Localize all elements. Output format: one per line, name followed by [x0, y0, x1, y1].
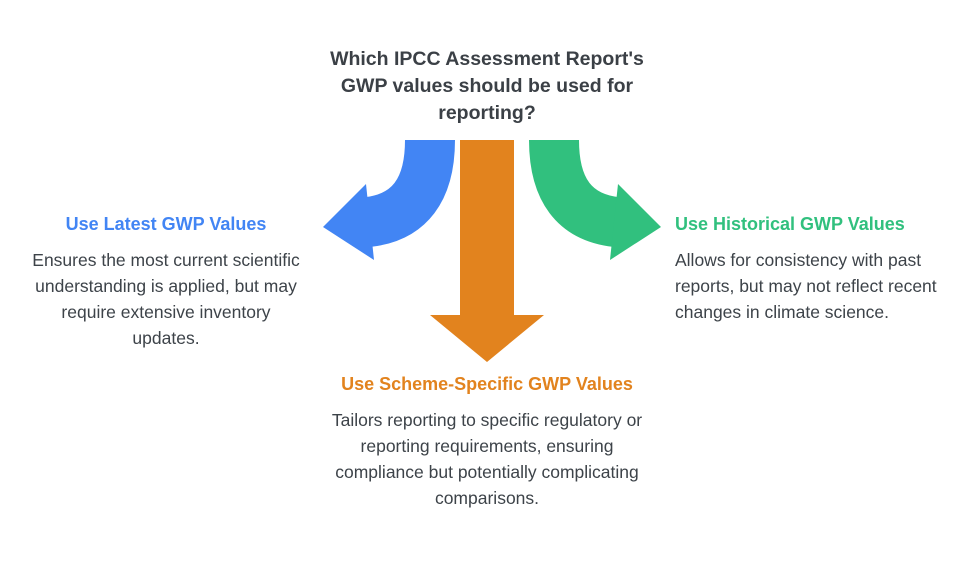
branch-historical-heading: Use Historical GWP Values [675, 214, 905, 234]
branch-latest-description: Ensures the most current scientific unde… [32, 250, 300, 348]
curved-right-arrowhead-icon [610, 184, 661, 260]
branch-latest-heading: Use Latest GWP Values [65, 214, 267, 234]
curved-left-arrowhead-icon [323, 184, 374, 260]
page-title: Which IPCC Assessment Report's GWP value… [330, 48, 644, 124]
straight-down-arrow-icon [430, 140, 544, 362]
branch-latest-gwp: Use Latest GWP Values Ensures the most c… [28, 212, 304, 351]
decision-arrows-graphic [323, 139, 661, 362]
branch-historical-description: Allows for consistency with past reports… [675, 250, 937, 322]
branch-historical-gwp: Use Historical GWP Values Allows for con… [675, 212, 937, 325]
branch-scheme-specific-description: Tailors reporting to specific regulatory… [331, 410, 643, 508]
curved-right-arrow-icon [529, 139, 620, 247]
branch-scheme-specific-gwp: Use Scheme-Specific GWP Values Tailors r… [327, 372, 647, 511]
branch-scheme-specific-heading: Use Scheme-Specific GWP Values [341, 374, 633, 394]
curved-left-arrow-icon [364, 139, 455, 247]
